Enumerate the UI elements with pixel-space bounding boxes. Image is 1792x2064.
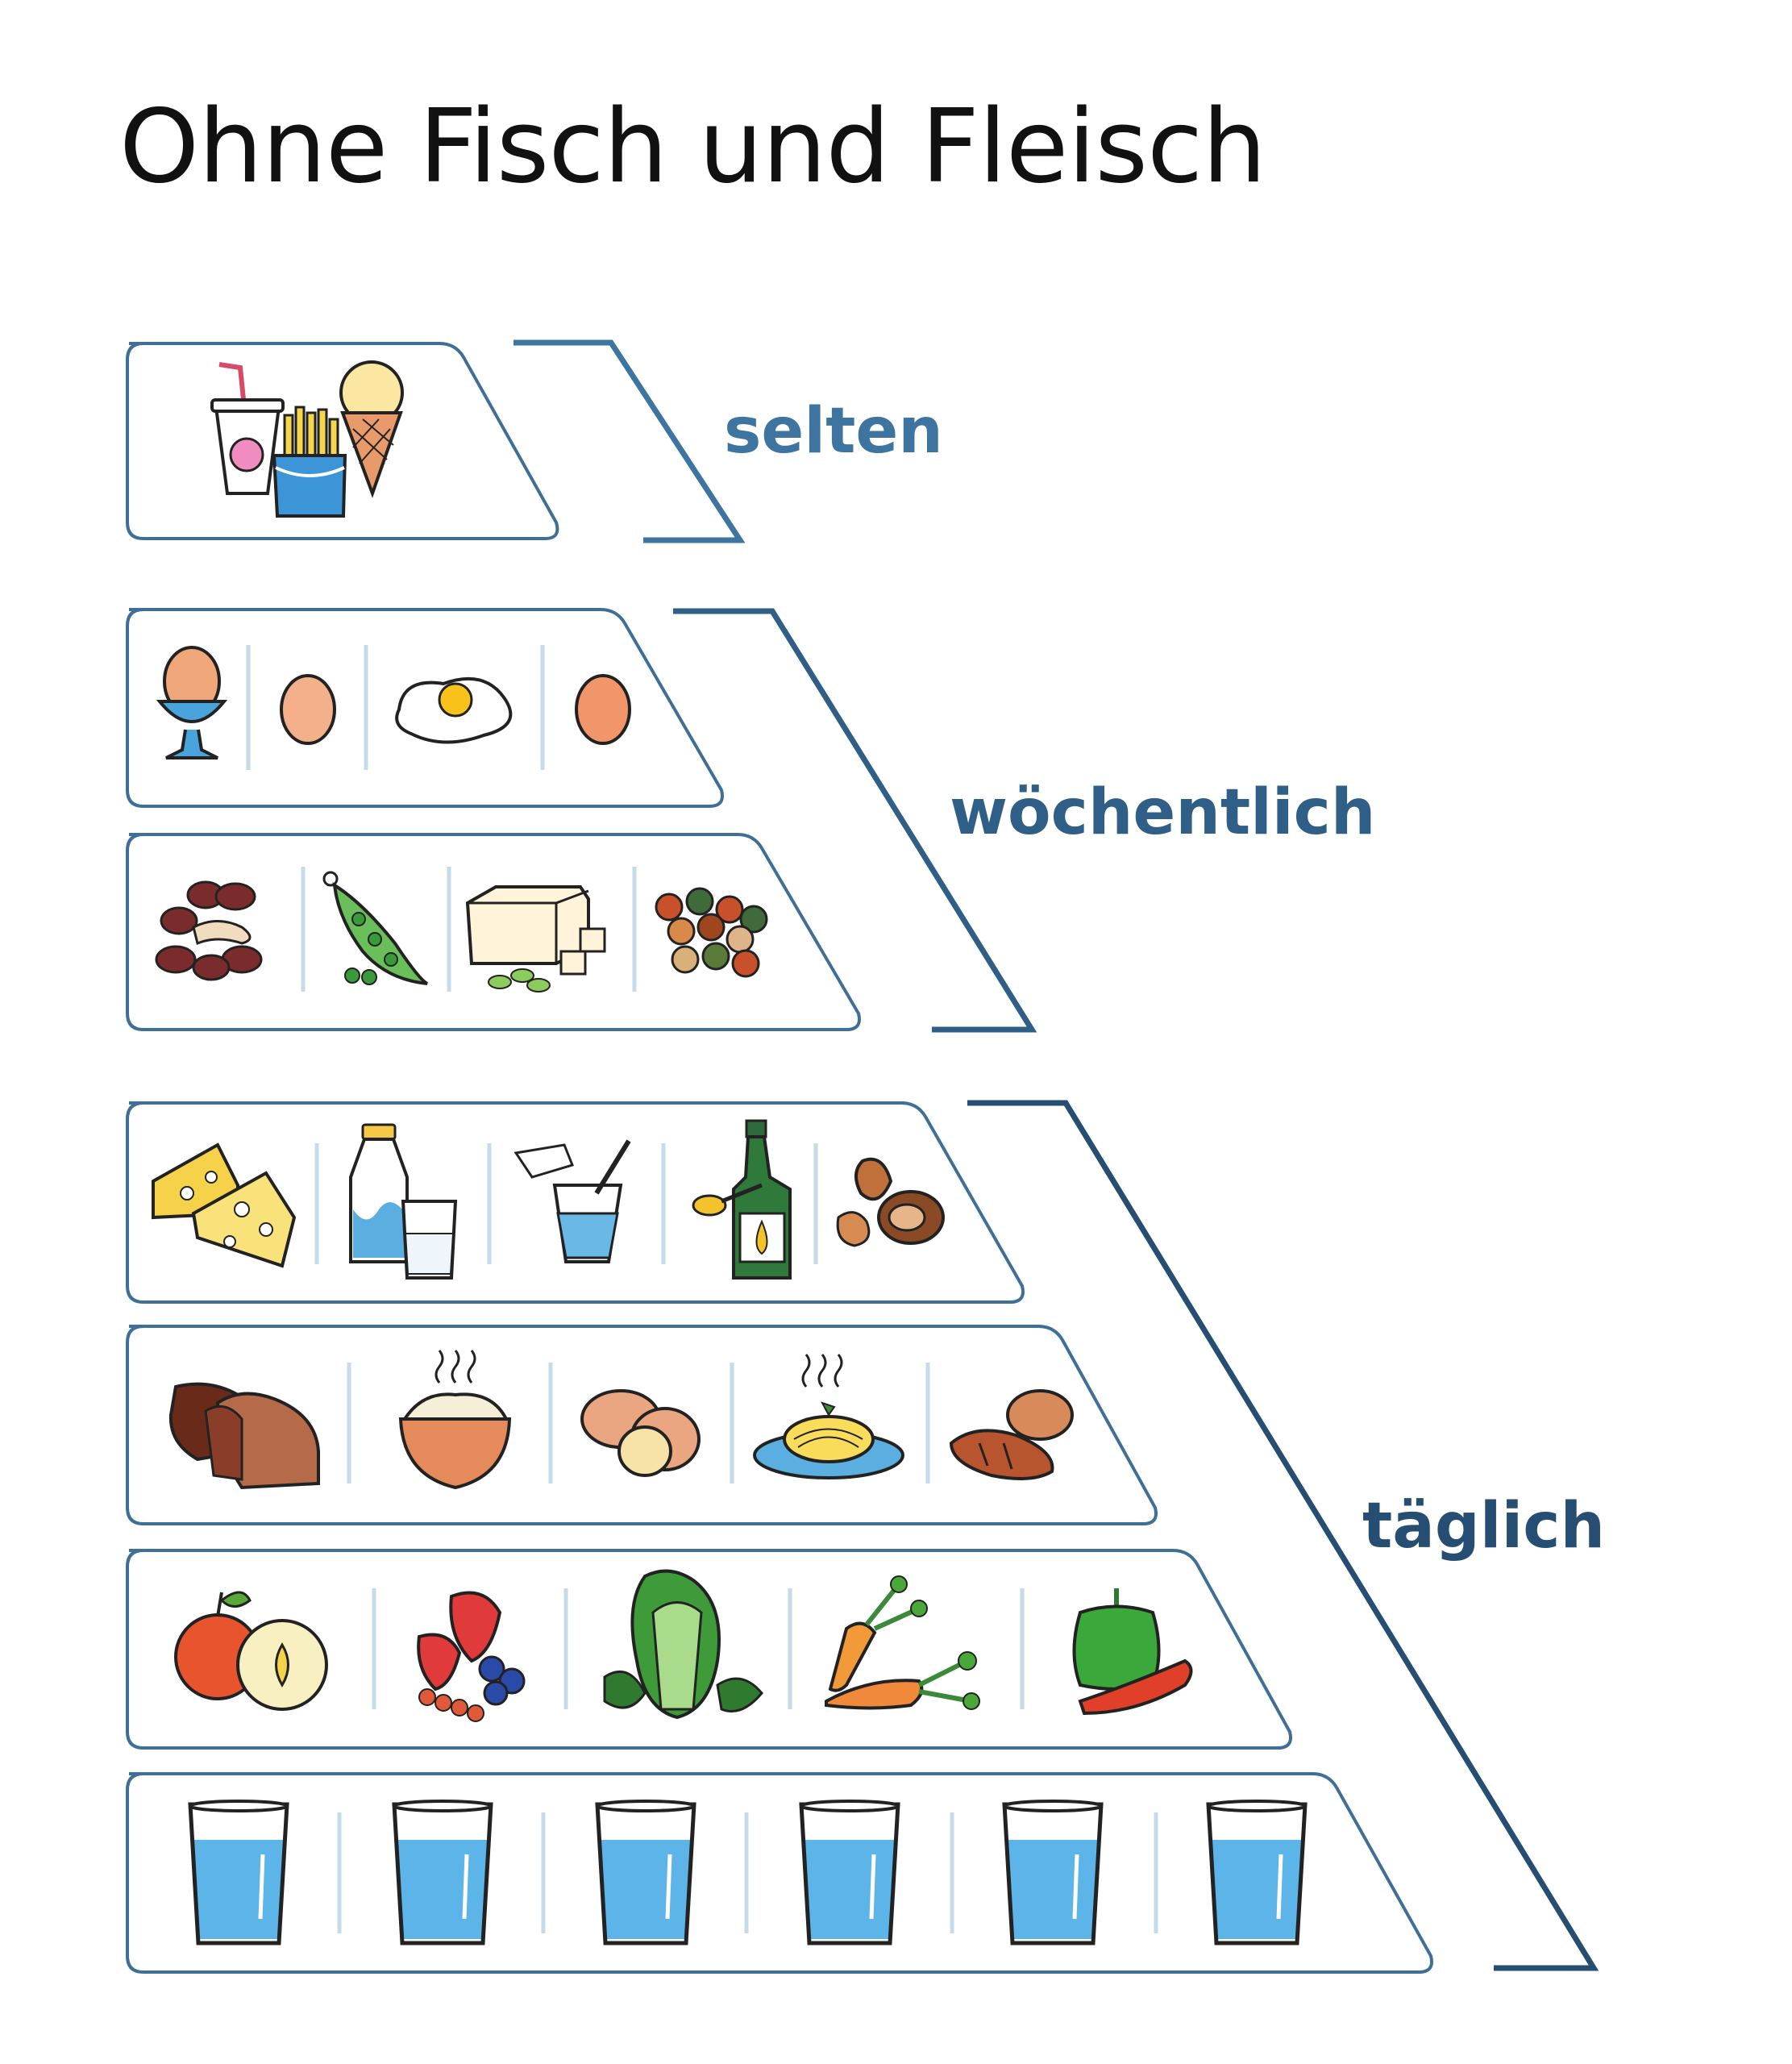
tier-legumes bbox=[126, 833, 861, 1031]
apples-icon bbox=[174, 1591, 328, 1711]
egg-icon bbox=[575, 674, 631, 745]
bracket-taeglich bbox=[967, 1100, 1599, 1971]
nuts-and-beans-icon bbox=[155, 880, 263, 981]
milk-bottle-icon bbox=[349, 1123, 458, 1280]
bread-rolls-icon bbox=[949, 1389, 1074, 1480]
label-selten: selten bbox=[724, 395, 943, 468]
fried-egg-icon bbox=[395, 676, 513, 744]
oil-bottle-icon bbox=[692, 1119, 792, 1280]
lettuce-icon bbox=[603, 1569, 763, 1720]
yogurt-icon bbox=[513, 1139, 631, 1263]
peppers-icon bbox=[1072, 1588, 1193, 1716]
ice-cream-cone-icon bbox=[339, 360, 404, 498]
water-glass-icon bbox=[188, 1800, 289, 1945]
potatoes-icon bbox=[580, 1389, 701, 1477]
bread-loaf-icon bbox=[168, 1382, 320, 1490]
boiled-egg-in-cup-icon bbox=[156, 646, 228, 759]
water-glass-icon bbox=[392, 1800, 493, 1945]
tier-grains bbox=[126, 1325, 1158, 1525]
tier-water bbox=[126, 1772, 1433, 1974]
water-glass-icon bbox=[595, 1800, 696, 1945]
pasta-plate-icon bbox=[753, 1354, 904, 1479]
carrots-icon bbox=[825, 1575, 980, 1710]
water-glass-icon bbox=[799, 1800, 900, 1945]
tier-selten bbox=[126, 342, 559, 540]
pea-pod-icon bbox=[322, 871, 429, 985]
cheese-icon bbox=[152, 1142, 297, 1268]
water-glass-icon bbox=[1002, 1800, 1104, 1945]
label-woechentlich: wöchentlich bbox=[950, 776, 1376, 849]
berries-icon bbox=[417, 1591, 526, 1722]
soft-drink-icon bbox=[210, 362, 285, 495]
walnuts-icon bbox=[836, 1157, 945, 1247]
tier-fruits-vegetables bbox=[126, 1549, 1292, 1750]
tofu-icon bbox=[465, 885, 606, 992]
label-taeglich: täglich bbox=[1362, 1490, 1605, 1563]
page-title: Ohne Fisch und Fleisch bbox=[119, 87, 1266, 206]
tier-eggs bbox=[126, 608, 724, 808]
water-glass-icon bbox=[1206, 1800, 1308, 1945]
rice-bowl-icon bbox=[398, 1350, 512, 1490]
bracket-selten bbox=[513, 339, 746, 543]
mixed-legumes-icon bbox=[655, 887, 768, 978]
french-fries-icon bbox=[272, 406, 347, 518]
tier-dairy bbox=[126, 1101, 1025, 1304]
egg-icon bbox=[280, 674, 336, 745]
bracket-woechentlich bbox=[673, 608, 1037, 1033]
